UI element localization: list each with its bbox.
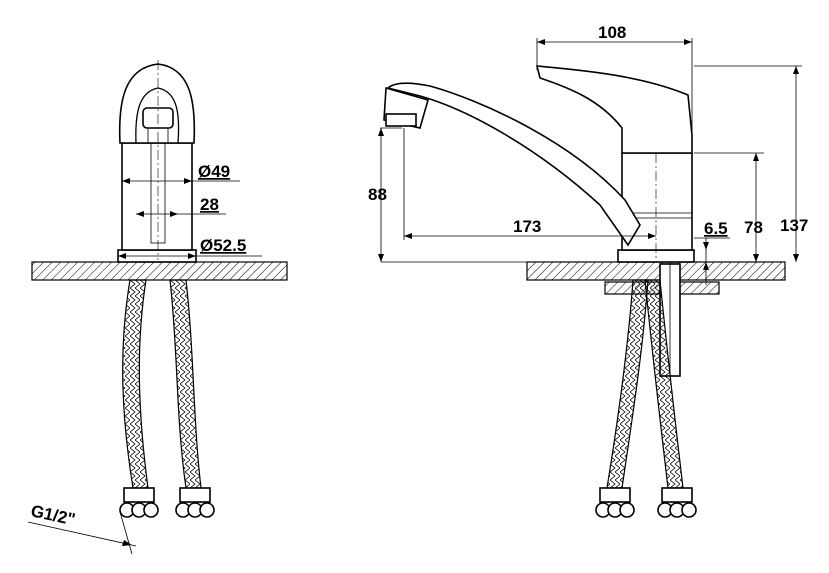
label-diameter-49: Ø49 (198, 162, 230, 181)
label-diameter-52-5: Ø52.5 (200, 236, 246, 255)
label-108: 108 (598, 23, 626, 42)
label-thread-g12: G1/2" (29, 501, 77, 529)
label-6-5: 6.5 (704, 219, 728, 238)
label-78: 78 (744, 218, 763, 237)
label-173: 173 (513, 217, 541, 236)
countertop-left (31, 261, 288, 281)
label-137: 137 (780, 216, 808, 235)
label-width-28: 28 (200, 195, 219, 214)
dim-base-thickness: 6.5 (694, 219, 730, 285)
dim-body-height: 78 (694, 152, 764, 262)
faucet-body-front (117, 60, 197, 263)
dim-diameter-body: Ø49 (122, 162, 240, 184)
countertop-right (526, 261, 786, 281)
hoses-side (595, 279, 697, 518)
dim-reach-handle: 108 (536, 23, 693, 140)
label-88: 88 (368, 185, 387, 204)
dim-diameter-base: Ø52.5 (118, 236, 262, 259)
dim-width-neck: 28 (136, 195, 226, 217)
side-view: 108 137 78 6.5 88 (368, 23, 808, 518)
dim-total-height: 137 (694, 65, 808, 262)
hoses-front (119, 279, 215, 518)
dim-spout-reach: 173 (403, 128, 656, 240)
faucet-body-side (383, 65, 695, 263)
front-view: Ø49 28 Ø52.5 G1/2" (27, 60, 288, 555)
dim-spout-height: 88 (368, 127, 527, 263)
